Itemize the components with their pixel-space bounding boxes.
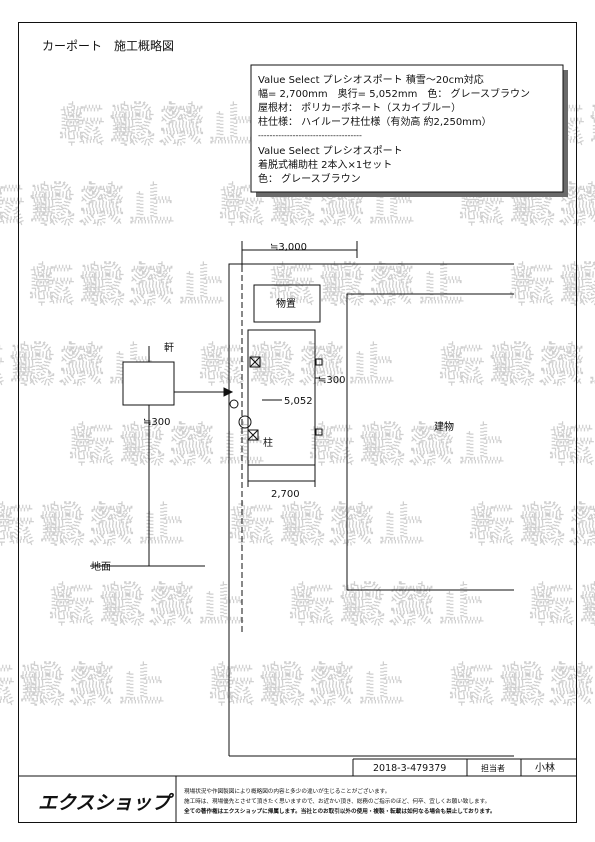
section-offset-label: ≒300 <box>143 417 170 428</box>
aux-pillar-small-icon <box>229 399 239 409</box>
depth-label: 5,052 <box>284 396 313 407</box>
watermark-text: 転載禁止 <box>70 420 270 471</box>
spec-divider: ------------------------------------ <box>258 131 362 140</box>
footer-note-1: 現場状況や作図製図により概略図の内容と多少の違いが生じることがございます。 <box>184 787 390 795</box>
footer-note-3: 全ての著作権はエクスショップに帰属します。当社とのお取引以外の使用・複製・転載は… <box>183 807 496 815</box>
site-boundary <box>228 263 514 756</box>
building-outline <box>346 293 514 591</box>
shed-label: 物置 <box>276 297 296 310</box>
watermark-text: 転載禁止 <box>50 580 250 631</box>
watermark-text: 転載禁止 <box>510 260 595 311</box>
watermark-text: 転載禁止 <box>450 660 595 711</box>
shed-box <box>253 284 321 323</box>
spec-box: Value Select プレシオスポート 積雪～20cm対応 幅= 2,700… <box>250 64 568 197</box>
watermark-text: 転載禁止 <box>440 340 595 391</box>
watermark-text: 転載禁止 <box>0 180 180 231</box>
pillar-label: 柱 <box>263 436 273 449</box>
plan-view <box>228 241 514 757</box>
spec-line-4: 柱仕様： ハイルーフ柱仕様（有効高 約2,250mm） <box>258 115 492 128</box>
watermark-text: 転載禁止 <box>310 420 510 471</box>
staff-name: 小林 <box>535 761 555 774</box>
page-title: カーポート 施工概略図 <box>42 38 174 53</box>
carport-roof <box>247 329 316 466</box>
watermark-text: 転載禁止 <box>30 260 230 311</box>
watermark-text: 転載禁止 <box>470 500 595 551</box>
arrow-head-icon <box>223 387 234 397</box>
sheet-border <box>18 22 577 823</box>
watermark-text: 転載禁止 <box>230 500 430 551</box>
spec-line-6: 着脱式補助柱 2本入×1セット <box>258 158 392 171</box>
pillar-top-icon <box>249 356 261 368</box>
brand-logo: エクスショップ <box>38 792 174 814</box>
spec-line-1: Value Select プレシオスポート 積雪～20cm対応 <box>258 73 484 86</box>
pillar-bottom-icon <box>247 429 259 441</box>
footer-note-2: 施工時は、現場優先とさせて頂きたく思いますので、お近かい頂き、総務のご指示のほど… <box>184 797 490 805</box>
staff-label: 担当者 <box>481 763 505 773</box>
eave-box <box>122 361 175 406</box>
brand-wordmark: エクスショップ <box>38 792 174 814</box>
watermark-text: 転載禁止 <box>0 660 170 711</box>
offset-right-label: ≒300 <box>318 375 345 386</box>
bracket-top-icon <box>315 358 323 366</box>
spec-line-7: 色： グレースブラウン <box>258 172 361 185</box>
eave-label: 軒 <box>164 342 174 354</box>
building-label: 建物 <box>434 420 454 433</box>
spec-line-3: 屋根材： ポリカーボネート（スカイブルー） <box>258 101 461 114</box>
watermark-text: 転載禁止 <box>290 580 490 631</box>
watermark-text: 転載禁止 <box>550 420 595 471</box>
watermark-text: 転載禁止 <box>60 100 260 151</box>
order-number: 2018-3-479379 <box>373 763 446 774</box>
dim-top-label: ≒3,000 <box>270 242 307 253</box>
watermark-text: 転載禁止 <box>530 580 595 631</box>
spec-line-2: 幅= 2,700mm 奥行= 5,052mm 色： グレースブラウン <box>258 87 530 100</box>
aux-pillar-large-icon <box>238 415 252 429</box>
spec-box-frame <box>250 64 564 193</box>
watermark-text: 転載禁止 <box>200 340 400 391</box>
ground-label: 地面 <box>91 560 111 573</box>
watermark-text: 転載禁止 <box>210 660 410 711</box>
spec-line-5: Value Select プレシオスポート <box>258 145 403 157</box>
watermark-text: 転載禁止 <box>0 500 190 551</box>
width-label: 2,700 <box>271 489 300 500</box>
section-view <box>90 346 234 567</box>
footer <box>18 758 576 822</box>
bracket-bottom-icon <box>315 428 323 436</box>
